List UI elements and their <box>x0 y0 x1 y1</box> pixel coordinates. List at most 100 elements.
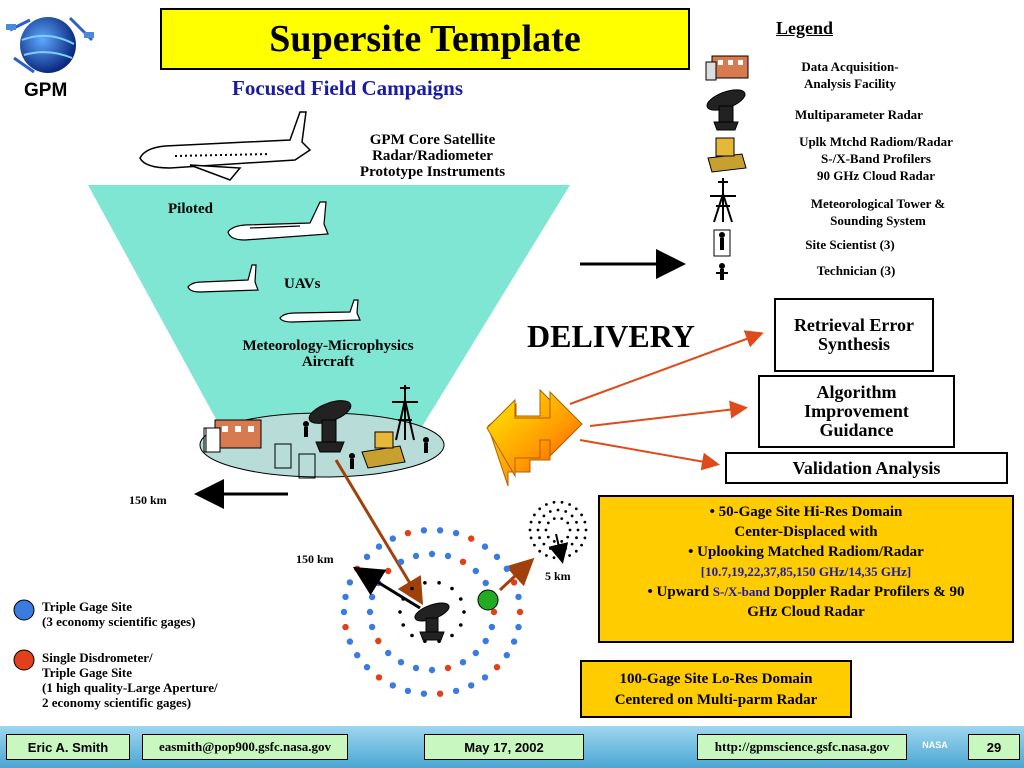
legend-profiler-icon <box>707 137 747 173</box>
arrow-to-algorithm <box>589 400 748 427</box>
validation-analysis-box: Validation Analysis <box>725 452 1008 484</box>
gage-site <box>410 586 414 591</box>
gage-site <box>420 527 428 534</box>
footer-url[interactable]: http://gpmscience.gsfc.nasa.gov <box>697 734 907 760</box>
footer-page-number: 29 <box>968 734 1020 760</box>
gpm-logo-icon <box>6 16 94 74</box>
inset-gage-site <box>538 536 541 540</box>
footer-author: Eric A. Smith <box>6 734 130 760</box>
gage-site <box>397 558 405 565</box>
technician-icon <box>303 421 429 469</box>
gage-site <box>459 623 463 627</box>
inset-gage-site <box>566 521 570 525</box>
gage-site <box>510 638 518 645</box>
gage-site <box>450 586 454 591</box>
gage-site <box>493 664 501 671</box>
piloted-label: Piloted <box>168 201 213 217</box>
legend-facility-icon <box>705 55 749 81</box>
inset-gage-site <box>552 540 556 543</box>
gage-site <box>510 579 518 586</box>
scale-150km-mid: 150 km <box>296 552 334 566</box>
nasa-logo-text: NASA <box>922 740 948 750</box>
inset-gage-site <box>545 554 548 557</box>
inset-gage-site <box>552 500 556 504</box>
inset-gage-site <box>574 549 578 553</box>
arrow-to-validation <box>579 439 720 471</box>
inset-gage-site <box>538 507 542 511</box>
inset-gage-site <box>533 513 536 517</box>
zoom-arrow-inset <box>498 557 535 592</box>
gage-site <box>503 565 510 572</box>
gage-site <box>481 674 489 681</box>
triple-gage-key-label: Triple Gage Site (3 economy scientific g… <box>42 599 196 629</box>
inset-gage-site <box>552 517 556 520</box>
inset-gage-site <box>536 528 540 532</box>
triple-gage-key-icon <box>13 599 35 621</box>
uav-aircraft-icon <box>187 264 259 293</box>
gage-site <box>428 550 436 558</box>
gage-site <box>420 690 428 697</box>
gage-site <box>397 659 405 666</box>
legend-item-facility: Data Acquisition- Analysis Facility <box>801 59 899 91</box>
inset-gage-site <box>560 540 564 543</box>
jet-aircraft-icon <box>139 111 312 181</box>
inset-gage-site <box>580 543 583 547</box>
gage-site <box>375 637 382 645</box>
inset-gage-site <box>583 520 587 524</box>
legend-item-radar: Multiparameter Radar <box>795 107 923 122</box>
network-radius-arrow <box>352 566 421 610</box>
gage-site <box>385 567 392 575</box>
aircraft-label: Meteorology-Microphysics Aircraft <box>242 338 414 370</box>
gage-site <box>472 567 479 575</box>
delivery-label: DELIVERY <box>527 318 695 354</box>
gage-site <box>482 637 489 645</box>
gage-site <box>342 593 349 601</box>
gage-site <box>437 581 441 585</box>
hi-res-line-2: Center-Displaced with <box>734 524 878 540</box>
inset-gage-site <box>538 520 541 524</box>
inset-gage-site <box>568 528 572 532</box>
core-satellite-label: GPM Core Satellite Radar/Radiometer Prot… <box>359 132 506 180</box>
gage-site <box>366 608 374 616</box>
legend-technician-icon <box>716 263 728 280</box>
gage-site <box>412 664 420 672</box>
gage-site <box>398 610 402 614</box>
inset-gage-site <box>546 521 550 525</box>
gage-site <box>404 687 412 695</box>
gage-site <box>515 593 522 601</box>
gage-site <box>459 659 467 666</box>
gage-site <box>375 674 383 681</box>
single-disdrometer-key-label: Single Disdrometer/ Triple Gage Site (1 … <box>42 650 218 710</box>
gage-site <box>389 682 396 689</box>
gage-site <box>462 610 466 614</box>
inset-gage-site <box>538 549 542 553</box>
gage-site <box>452 529 460 537</box>
page-subtitle: Focused Field Campaigns <box>232 76 464 100</box>
single-disdrometer-key-icon <box>13 649 35 671</box>
inset-gage-site <box>574 507 578 511</box>
gpm-logo-text: GPM <box>24 80 68 101</box>
inset-gage-site <box>580 513 583 517</box>
gage-site <box>404 529 412 537</box>
inset-gage-site <box>542 514 546 518</box>
scale-150km-top: 150 km <box>129 493 167 507</box>
inset-gage-site <box>570 542 574 546</box>
inset-gage-site <box>544 528 548 532</box>
gage-site <box>450 633 454 638</box>
gage-site <box>385 649 392 657</box>
arrow-to-retrieval <box>569 330 764 405</box>
footer-email[interactable]: easmith@pop900.gsfc.nasa.gov <box>142 734 348 760</box>
inset-gage-site <box>564 547 568 550</box>
gage-site <box>340 608 348 616</box>
gage-site <box>375 543 383 550</box>
gage-site <box>472 649 479 657</box>
gage-site <box>410 633 414 638</box>
legend-tower-icon <box>710 178 736 223</box>
gage-site <box>346 638 354 645</box>
multiparameter-radar-icon <box>308 400 352 453</box>
gage-site <box>503 652 510 659</box>
gage-site <box>468 535 475 542</box>
retrieval-error-box: Retrieval Error Synthesis <box>774 298 934 372</box>
hi-res-line-5b: S-/X-band <box>712 584 770 599</box>
